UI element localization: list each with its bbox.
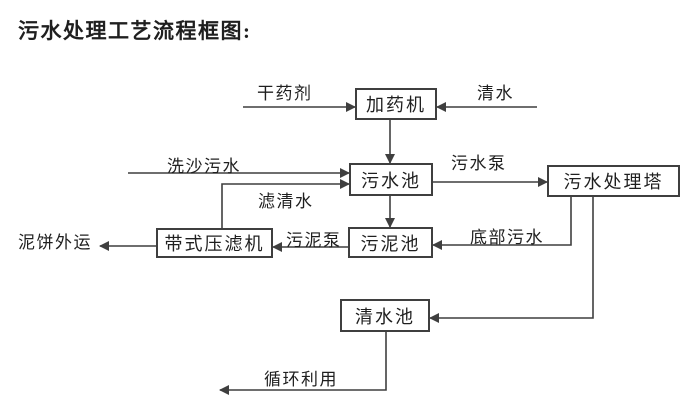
arrow-tower-to-clean-water-pool <box>429 197 594 323</box>
flow-label-sludge-pump: 污泥泵 <box>286 231 342 250</box>
node-belt-filter-press: 带式压滤机 <box>156 228 273 258</box>
flow-label-dry-chemical: 干药剂 <box>257 84 313 103</box>
flow-label-mud-cake-out: 泥饼外运 <box>18 233 92 252</box>
flow-label-sand-wash-sewage: 洗沙污水 <box>167 157 241 176</box>
flow-label-recycling: 循环利用 <box>264 370 338 389</box>
node-clean-water-pool: 清水池 <box>340 299 430 332</box>
flow-label-clean-water: 清水 <box>477 84 514 103</box>
node-sewage-pool: 污水池 <box>349 163 433 196</box>
flow-label-bottom-sewage: 底部污水 <box>470 228 544 247</box>
node-dosing-machine: 加药机 <box>355 88 437 120</box>
diagram-title: 污水处理工艺流程框图: <box>18 19 252 43</box>
node-treatment-tower: 污水处理塔 <box>547 165 680 197</box>
flow-label-filtered-water: 滤清水 <box>258 192 314 211</box>
node-sludge-pool: 污泥池 <box>348 227 433 258</box>
flow-label-sewage-pump: 污水泵 <box>451 154 507 173</box>
